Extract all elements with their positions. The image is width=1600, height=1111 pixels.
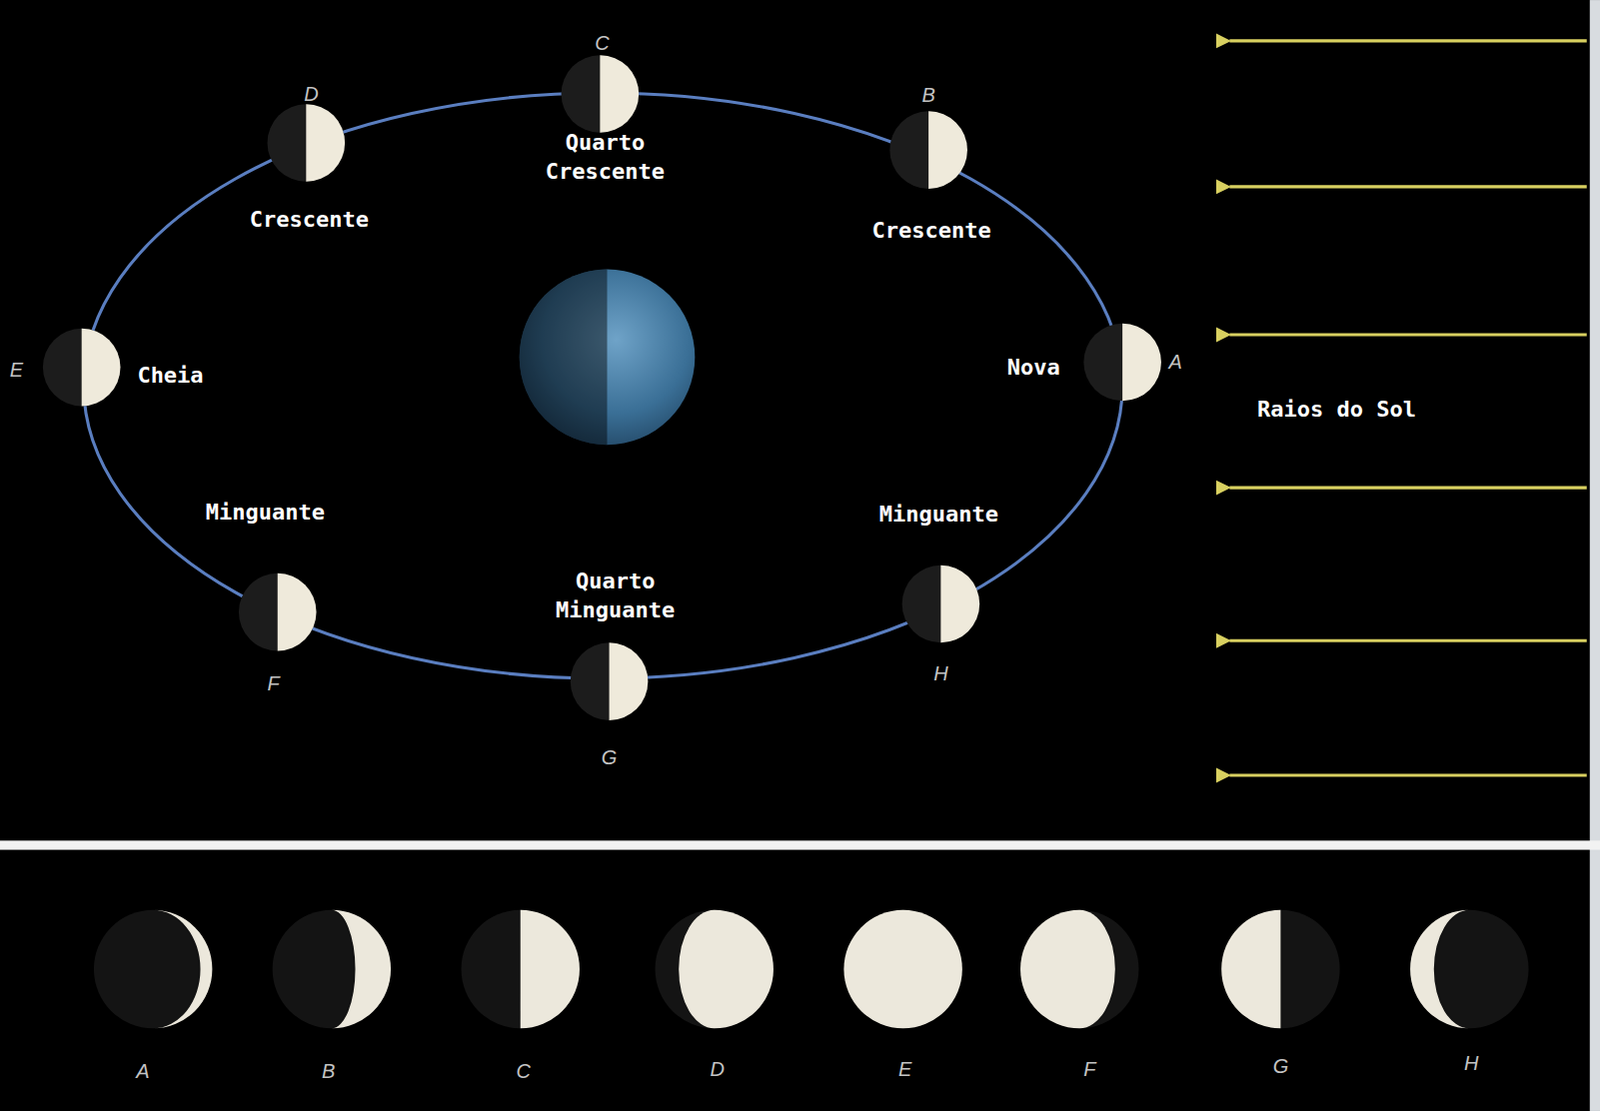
phase-name: Minguante [205,497,325,527]
orbit-letter: F [267,672,280,696]
phase-name: Crescente [872,215,992,245]
phase-letter: C [516,1060,531,1084]
phase-name: Crescente [249,204,369,234]
orbit-moon [42,328,121,407]
phase-name: Quarto Minguante [540,568,691,626]
orbit-moon [889,110,968,189]
phase-moon [461,910,580,1029]
divider-band [0,840,1600,850]
orbit-letter: C [594,30,609,54]
phase-name: Minguante [879,499,999,529]
edge-strip [1590,0,1600,1111]
sun-rays [1229,40,1587,776]
sun-label: Raios do Sol [1257,395,1417,425]
phase-moon [655,910,774,1029]
orbit-moon [267,103,346,182]
phase-letter: H [1464,1051,1479,1075]
phase-moon [93,910,212,1029]
sun-ray [1229,774,1587,778]
orbit-letter: B [921,82,935,106]
orbit-moon [238,573,317,652]
orbit-letter: D [303,81,318,105]
phase-moon [843,910,962,1029]
orbit-moon [1083,323,1162,402]
orbit-letter: E [9,357,23,381]
earth [519,269,696,446]
phase-moons [93,910,1530,1029]
phase-moon [1221,910,1340,1029]
sun-ray [1229,332,1587,336]
sun-ray [1229,184,1587,188]
phase-name: Quarto Crescente [529,129,680,187]
orbit-letter: H [933,661,948,685]
phase-letter: A [135,1060,149,1084]
sun-ray [1229,486,1587,490]
moon-orbit [83,92,1123,679]
sun-ray [1229,38,1587,42]
phase-letter: B [321,1060,335,1084]
orbit-letter: G [601,745,618,769]
phase-letter: E [898,1058,912,1082]
orbit-moons [42,54,1162,721]
phase-name: Cheia [136,360,203,390]
phase-name: Nova [1007,352,1061,382]
orbit-letter: A [1169,350,1183,374]
phase-letter: F [1083,1058,1096,1082]
orbit-moon [902,565,981,644]
orbit-moon [561,54,640,133]
phase-moon [272,910,391,1029]
sun-ray [1229,639,1587,643]
phase-letter: G [1273,1054,1290,1078]
phase-letter: D [710,1058,725,1082]
phase-moon [1020,910,1139,1029]
orbit-moon [570,642,649,721]
phase-moon [1410,910,1529,1029]
